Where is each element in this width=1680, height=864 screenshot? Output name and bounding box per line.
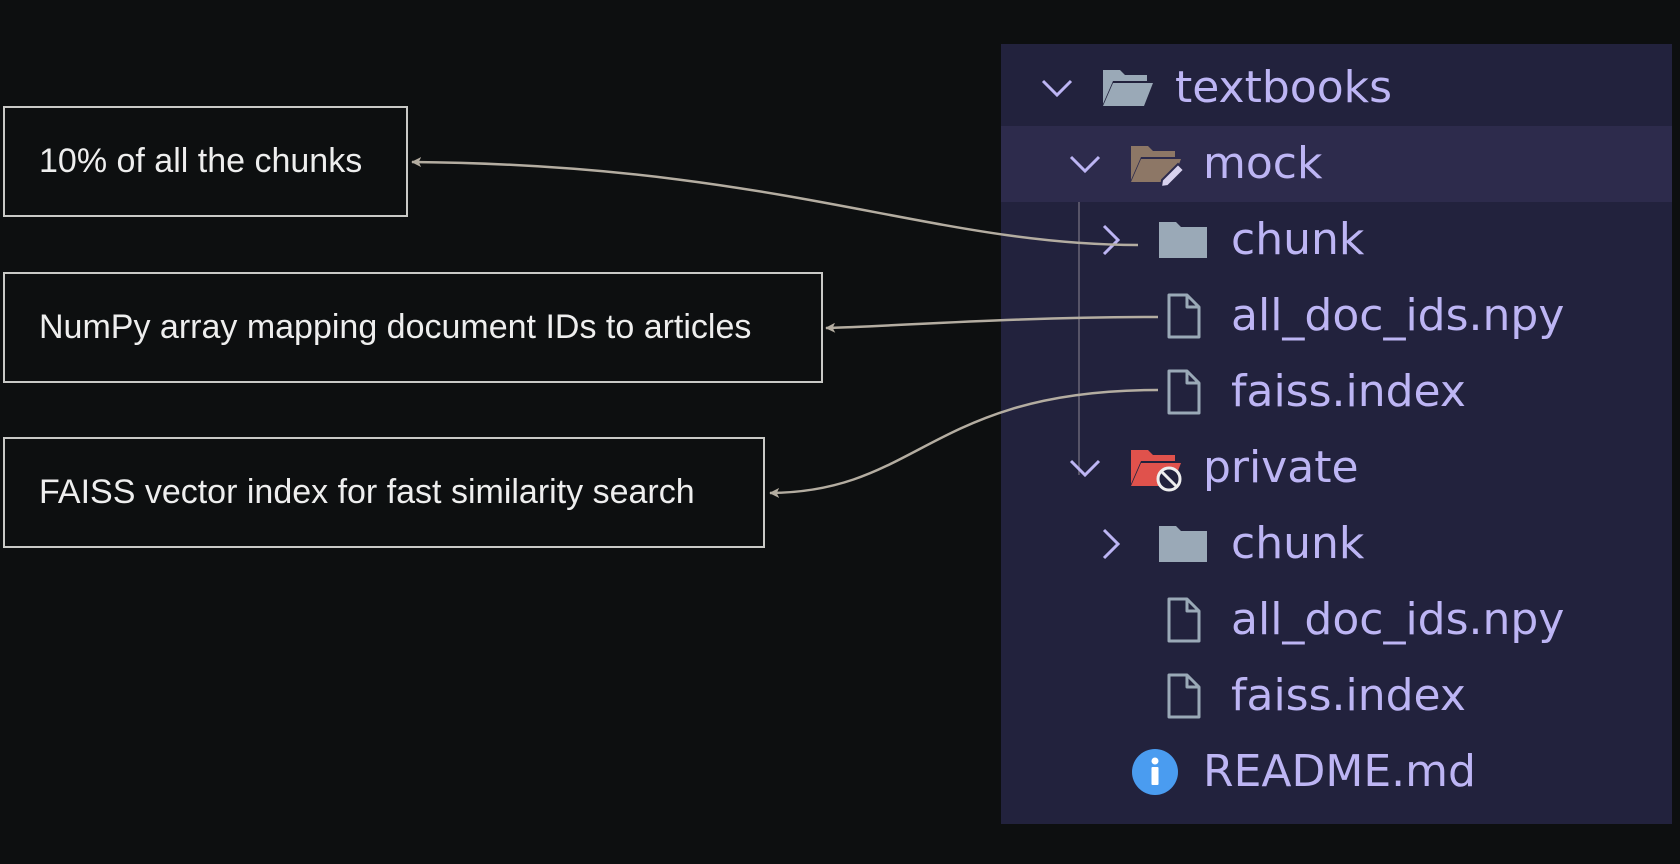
- folder-icon: [1159, 526, 1207, 562]
- tree-item-private-doc-ids[interactable]: all_doc_ids.npy: [1001, 582, 1672, 658]
- tree-item-private[interactable]: private: [1001, 430, 1672, 506]
- tree-item-label: README.md: [1203, 746, 1476, 797]
- file-icon: [1167, 293, 1201, 339]
- tree-item-mock-chunk[interactable]: chunk: [1001, 202, 1672, 278]
- folder-blocked-icon: [1131, 450, 1182, 492]
- tree-item-textbooks[interactable]: textbooks: [1001, 50, 1672, 126]
- callout-chunk-sample: 10% of all the chunks: [3, 106, 408, 217]
- tree-item-label: mock: [1203, 138, 1323, 189]
- tree-item-readme[interactable]: README.md: [1001, 734, 1672, 810]
- callout-doc-ids: NumPy array mapping document IDs to arti…: [3, 272, 823, 383]
- chevron-right-icon[interactable]: [1093, 526, 1129, 562]
- folder-icon: [1159, 222, 1207, 258]
- chevron-down-icon[interactable]: [1067, 146, 1103, 182]
- file-explorer: textbooks mock chunk: [1001, 44, 1672, 824]
- callout-text: FAISS vector index for fast similarity s…: [39, 473, 695, 511]
- callout-text: NumPy array mapping document IDs to arti…: [39, 308, 752, 346]
- chevron-right-icon[interactable]: [1093, 222, 1129, 258]
- indent-guide: [1078, 201, 1080, 475]
- chevron-down-icon[interactable]: [1039, 70, 1075, 106]
- folder-open-icon: [1103, 70, 1153, 106]
- tree-item-label: all_doc_ids.npy: [1231, 594, 1565, 645]
- tree-item-label: all_doc_ids.npy: [1231, 290, 1565, 341]
- file-icon: [1167, 369, 1201, 415]
- tree-item-mock-faiss-index[interactable]: faiss.index: [1001, 354, 1672, 430]
- file-icon: [1167, 673, 1201, 719]
- tree-item-label: private: [1203, 442, 1359, 493]
- tree-item-label: faiss.index: [1231, 366, 1466, 417]
- tree-item-private-faiss-index[interactable]: faiss.index: [1001, 658, 1672, 734]
- file-icon: [1167, 597, 1201, 643]
- tree-item-label: chunk: [1231, 518, 1365, 569]
- callout-text: 10% of all the chunks: [39, 142, 363, 180]
- tree-item-mock-doc-ids[interactable]: all_doc_ids.npy: [1001, 278, 1672, 354]
- tree-item-label: chunk: [1231, 214, 1365, 265]
- tree-item-private-chunk[interactable]: chunk: [1001, 506, 1672, 582]
- chevron-down-icon[interactable]: [1067, 450, 1103, 486]
- folder-edit-icon: [1131, 146, 1184, 188]
- info-icon: [1132, 749, 1178, 795]
- callout-faiss-index: FAISS vector index for fast similarity s…: [3, 437, 765, 548]
- tree-item-mock[interactable]: mock: [1001, 126, 1672, 202]
- tree-item-label: faiss.index: [1231, 670, 1466, 721]
- tree-item-label: textbooks: [1175, 62, 1393, 113]
